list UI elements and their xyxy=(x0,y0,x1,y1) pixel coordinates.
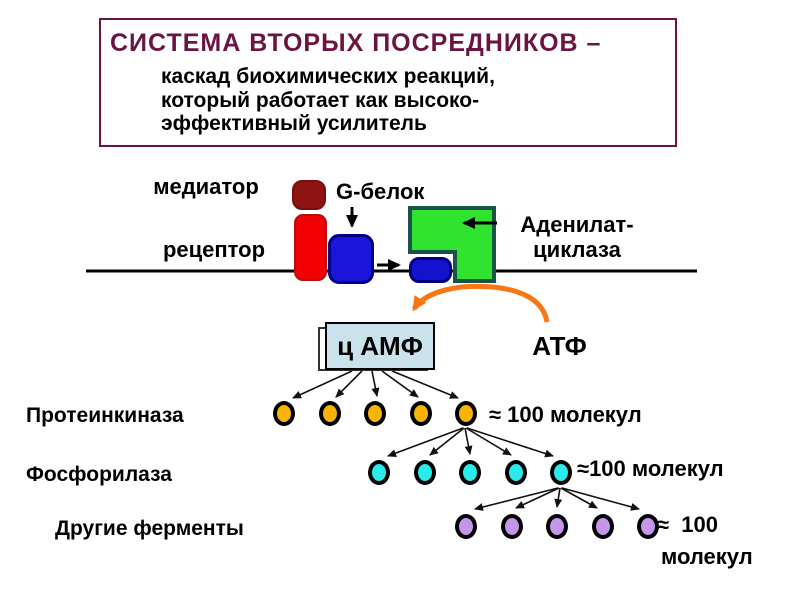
phosphorylase-molecules xyxy=(368,460,572,485)
molecule-circle xyxy=(318,401,341,426)
adenylate-label-line-1: Аденилат- xyxy=(520,212,634,237)
atp-label: АТФ xyxy=(532,331,587,361)
adenylate-cyclase-label: Аденилат- циклаза xyxy=(498,212,656,262)
molecule-circle xyxy=(591,514,614,539)
adenylate-label-line-2: циклаза xyxy=(533,237,621,262)
subtitle-line-3: эффективный усилитель xyxy=(161,112,427,135)
molecule-circle xyxy=(637,514,659,539)
g-protein-label: G-белок xyxy=(336,179,425,204)
other-enzymes-label: Другие ферменты xyxy=(55,517,244,540)
g-protein-shape xyxy=(328,234,374,284)
g-protein-subunit-shape xyxy=(409,257,452,283)
subtitle-line-1: каскад биохимических реакций, xyxy=(161,65,495,88)
slide-subtitle: каскад биохимических реакций, который ра… xyxy=(161,65,675,136)
mediator-shape xyxy=(292,180,326,210)
camp-box: ц АМФ xyxy=(325,322,435,370)
molecule-circle xyxy=(455,514,477,539)
fan-arrows-camp-to-proteinkinase xyxy=(292,370,459,399)
subtitle-line-2: который работает как высоко- xyxy=(161,88,480,112)
molecule-circle xyxy=(273,401,295,426)
molecule-circle xyxy=(459,460,481,485)
title-box: СИСТЕМА ВТОРЫХ ПОСРЕДНИКОВ – каскад биох… xyxy=(99,18,677,147)
other-enzymes-molecules xyxy=(455,514,659,539)
phosphorylase-count: ≈100 молекул xyxy=(577,456,724,481)
molecule-circle xyxy=(455,401,477,426)
phosphorylase-label: Фосфорилаза xyxy=(26,463,172,486)
molecule-circle xyxy=(413,460,436,485)
fan-arrows-proteinkinase-to-phosphorylase xyxy=(387,427,554,458)
slide-title: СИСТЕМА ВТОРЫХ ПОСРЕДНИКОВ – xyxy=(110,29,602,57)
molecule-circle xyxy=(546,514,568,539)
proteinkinase-count: ≈ 100 молекул xyxy=(489,402,642,427)
molecule-circle xyxy=(368,460,390,485)
atp-to-camp-arrow xyxy=(411,283,550,323)
camp-label: ц АМФ xyxy=(337,330,423,361)
mediator-label: медиатор xyxy=(153,174,259,199)
receptor-shape xyxy=(294,214,327,281)
molecule-circle xyxy=(504,460,527,485)
molecule-circle xyxy=(364,401,386,426)
receptor-label: рецептор xyxy=(162,237,266,262)
other-enzymes-count-line2: молекул xyxy=(661,544,753,569)
molecule-circle xyxy=(550,460,572,485)
molecule-circle xyxy=(409,401,432,426)
fan-arrows-phosphorylase-to-enzymes xyxy=(474,487,640,511)
molecule-circle xyxy=(500,514,523,539)
proteinkinase-label: Протеинкиназа xyxy=(26,404,184,427)
other-enzymes-count: ≈ 100 xyxy=(657,512,719,537)
proteinkinase-molecules xyxy=(273,401,477,426)
